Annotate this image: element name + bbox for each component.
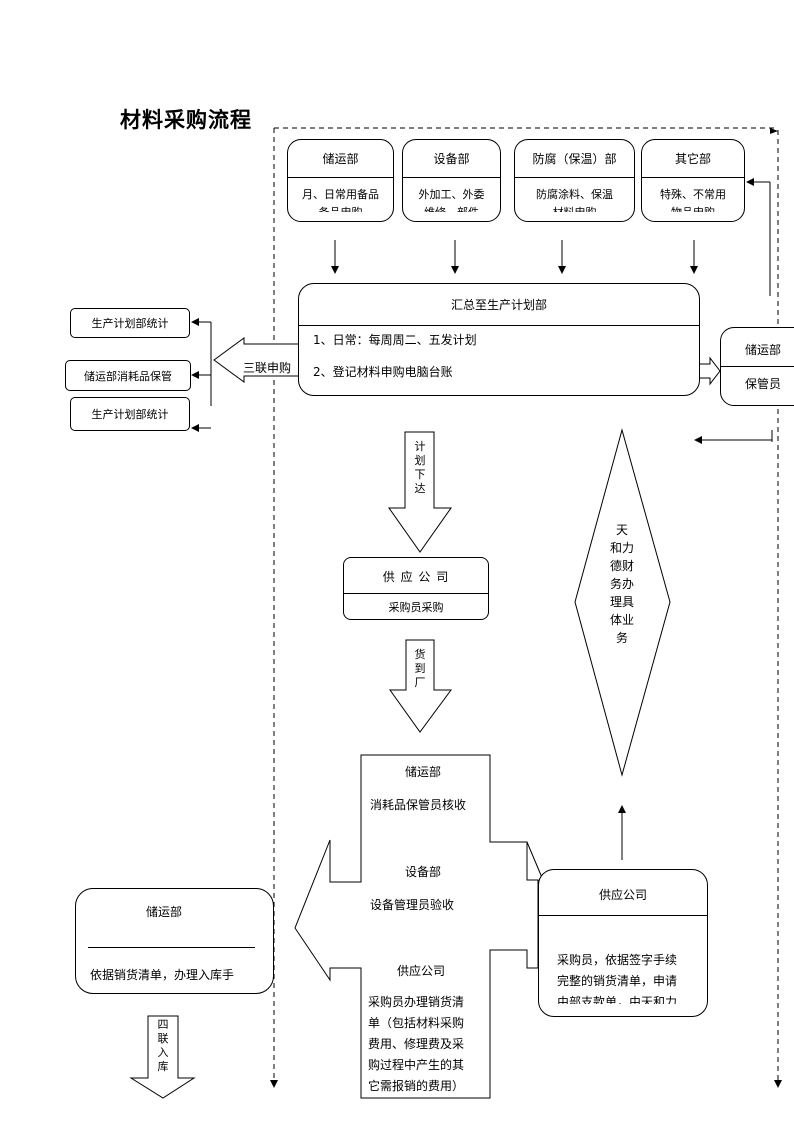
supply-desc: 采购员采购 xyxy=(388,601,444,614)
dept-box-storage: 储运部 月、日常用备品 备品申购 xyxy=(287,139,394,222)
cross-dept-storage: 储运部 xyxy=(405,765,442,779)
supply2-line-1: 采购员，依据签字手续 xyxy=(557,953,678,967)
dept-box-other: 其它部 特殊、不常用 物品申购 xyxy=(641,139,745,222)
planning-line-2: 2、登记材料申购电脑台账 xyxy=(313,365,453,379)
dept-name: 其它部 xyxy=(674,152,711,166)
supply-name: 供 应 公 司 xyxy=(382,570,450,584)
cross-task-equipment: 设备管理员验收 xyxy=(370,898,455,912)
storage-bottom-name: 储运部 xyxy=(146,905,183,919)
dept-desc-cut: 备品申购 xyxy=(288,204,393,212)
dept-desc: 月、日常用备品 xyxy=(302,188,379,201)
supply2-line-2: 完整的销货清单，申请 xyxy=(557,974,678,988)
dept-name: 设备部 xyxy=(433,152,470,166)
left-box-planning-stat-2: 生产计划部统计 xyxy=(70,397,190,431)
storage-name: 储运部 xyxy=(745,343,782,357)
diamond-finance-text: 天 和力 德财 务办 理具 体业 务 xyxy=(609,523,634,645)
cross-dept-equipment: 设备部 xyxy=(405,865,442,879)
storage-role: 保管员 xyxy=(745,377,782,391)
supply2-line-3: 由部支款单，由天和力 xyxy=(557,995,678,1004)
dept-desc-cut: 维修、部件 xyxy=(403,204,500,212)
left-box-planning-stat-1: 生产计划部统计 xyxy=(70,308,190,338)
supply-company-box: 供 应 公 司 采购员采购 xyxy=(343,557,489,620)
dept-desc: 外加工、外委 xyxy=(418,188,485,201)
page-title: 材料采购流程 xyxy=(120,107,252,132)
planning-title: 汇总至生产计划部 xyxy=(450,298,547,312)
dashed-frame xyxy=(273,127,779,1080)
supply-company-payment-box: 供应公司 采购员，依据签字手续 完整的销货清单，申请 由部支款单，由天和力 xyxy=(538,869,708,1017)
cross-task-storage: 消耗品保管员核收 xyxy=(370,798,467,812)
sanlian-label: 三联申购 xyxy=(243,361,292,375)
dept-box-anticorrosion: 防腐（保温）部 防腐涂料、保温 材料申购 xyxy=(514,139,635,222)
supply2-name: 供应公司 xyxy=(598,888,647,902)
arrow-text-arrival: 货到厂 xyxy=(414,648,426,689)
dept-desc-cut: 物品申购 xyxy=(642,204,744,212)
storage-inbound-box: 储运部 依据销货清单，办理入库手 xyxy=(75,888,274,994)
storage-keeper-box: 储运部 保管员 xyxy=(720,327,794,406)
dept-box-equipment: 设备部 外加工、外委 维修、部件 xyxy=(402,139,501,222)
storage-bottom-desc: 依据销货清单，办理入库手 xyxy=(90,968,235,982)
cross-dept-supply: 供应公司 xyxy=(397,964,446,978)
left-box-consumables: 储运部消耗品保管 xyxy=(65,360,191,391)
dept-desc: 特殊、不常用 xyxy=(660,188,726,201)
planning-line-1: 1、日常：每周周二、五发计划 xyxy=(313,333,477,347)
dept-desc: 防腐涂料、保温 xyxy=(536,188,613,201)
dept-name: 防腐（保温）部 xyxy=(532,152,617,166)
cross-task-supply: 采购员办理销货清 单（包括材料采购 费用、修理费及采 购过程中产生的其 它需报销… xyxy=(368,995,465,1093)
arrow-text-inbound: 四联入库 xyxy=(157,1018,169,1073)
dept-desc-cut: 材料申购 xyxy=(515,204,634,212)
arrow-text-plan: 计划下达 xyxy=(414,440,426,495)
planning-box: 汇总至生产计划部 1、日常：每周周二、五发计划 2、登记材料申购电脑台账 xyxy=(298,283,700,396)
dept-name: 储运部 xyxy=(322,152,359,166)
